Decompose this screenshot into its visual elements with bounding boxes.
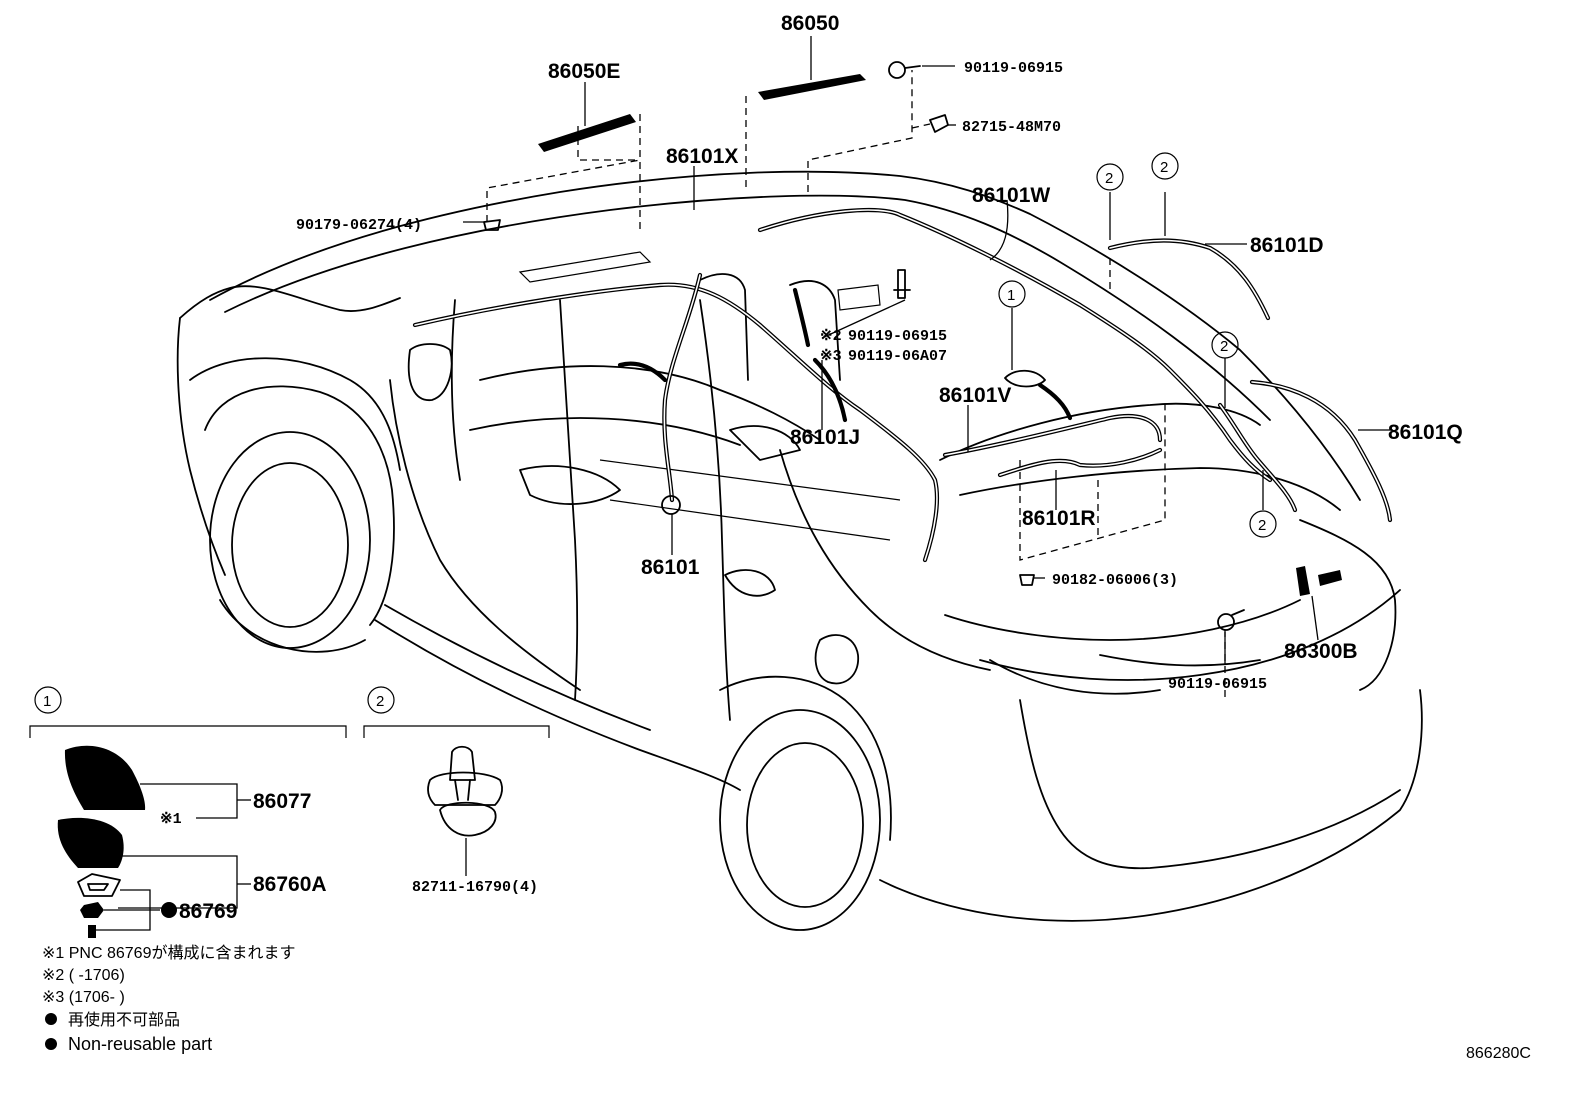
diagram-code: 866280C (1466, 1045, 1531, 1062)
bolt-icon (1217, 609, 1245, 631)
clip-icon (1019, 574, 1035, 586)
roof-harness (412, 282, 940, 563)
mark-1: ※1 (160, 811, 182, 828)
harness-86101Q (1249, 379, 1393, 523)
screw-icon (88, 925, 96, 938)
nut-icon (80, 902, 104, 918)
svg-text:2: 2 (1105, 170, 1113, 187)
harness-86101R (997, 447, 1163, 478)
callout-circles: 1 2 2 2 2 (998, 152, 1277, 538)
part-86050E-shape (538, 114, 636, 152)
note-3: ※3 (1706- ) (42, 989, 125, 1006)
inset-1-antenna-assembly: 1 ※1 86077 86760A 86769 (29, 686, 347, 938)
note-1: ※1 PNC 86769が構成に含まれます (42, 944, 295, 962)
vehicle-body (176, 170, 1423, 931)
antenna-cover-icon (64, 745, 146, 810)
label-82715-48M70: 82715-48M70 (962, 119, 1061, 136)
label-86101V: 86101V (939, 384, 1011, 407)
note-5: Non-reusable part (68, 1034, 212, 1054)
notes: ※1 PNC 86769が構成に含まれます ※2 ( -1706) ※3 (17… (42, 944, 295, 1054)
label-86077: 86077 (253, 790, 311, 813)
label-90119-06915-top: 90119-06915 (964, 60, 1063, 77)
mark-3: ※3 (820, 348, 842, 365)
label-86101: 86101 (641, 556, 700, 579)
clip-icon (483, 219, 501, 231)
label-86101D: 86101D (1250, 234, 1324, 257)
svg-text:2: 2 (1258, 517, 1266, 534)
label-86101R: 86101R (1022, 507, 1096, 530)
svg-text:2: 2 (1220, 338, 1228, 355)
fastener-labels: 90119-06915 82715-48M70 90179-06274(4) ※… (296, 60, 1267, 693)
label-86769: 86769 (179, 900, 237, 923)
svg-text:1: 1 (43, 693, 51, 710)
leader-lines (463, 36, 1393, 665)
note-4: 再使用不可部品 (68, 1011, 180, 1029)
svg-text:2: 2 (1160, 159, 1168, 176)
antenna-base-icon (57, 817, 124, 868)
part-86300B-shape (1296, 566, 1342, 596)
label-86101J: 86101J (790, 426, 860, 449)
screw-icon (893, 269, 911, 299)
label-86101X: 86101X (666, 145, 738, 168)
clamp-icon (427, 745, 503, 837)
label-86050: 86050 (781, 12, 839, 35)
label-82711-16790: 82711-16790(4) (412, 879, 538, 896)
label-86300B: 86300B (1284, 640, 1358, 663)
bolt-icon (888, 61, 921, 79)
antenna-icon (1004, 369, 1046, 388)
harness-86101 (617, 272, 703, 515)
part-labels: 86050 86050E 86101X 86101W 86101D 86101V… (548, 12, 1463, 663)
label-90179-06274: 90179-06274(4) (296, 217, 422, 234)
mark-2: ※2 (820, 328, 842, 345)
label-90182-06006: 90182-06006(3) (1052, 572, 1178, 589)
label-86101W: 86101W (972, 184, 1050, 207)
label-90119-06915-bot: 90119-06915 (1168, 676, 1267, 693)
label-86760A: 86760A (253, 873, 327, 896)
svg-text:1: 1 (1007, 287, 1015, 304)
gasket-icon (77, 873, 121, 897)
harness-86101D (1107, 238, 1271, 321)
placement-lines (486, 70, 1226, 700)
label-86101Q: 86101Q (1388, 421, 1463, 444)
harness-86101V (942, 382, 1163, 458)
note-2: ※2 ( -1706) (42, 967, 125, 984)
harness-86101W (757, 207, 1273, 483)
label-90119-06A07: 90119-06A07 (848, 348, 947, 365)
label-86050E: 86050E (548, 60, 620, 83)
harness-tailgate (1217, 402, 1298, 513)
bracket-icon (929, 114, 949, 133)
harness-86101J (792, 287, 848, 423)
svg-text:2: 2 (376, 693, 384, 710)
part-86050-shape (758, 74, 866, 100)
inset-2-clamp: 2 82711-16790(4) (363, 686, 550, 896)
label-90119-06915-mid: 90119-06915 (848, 328, 947, 345)
